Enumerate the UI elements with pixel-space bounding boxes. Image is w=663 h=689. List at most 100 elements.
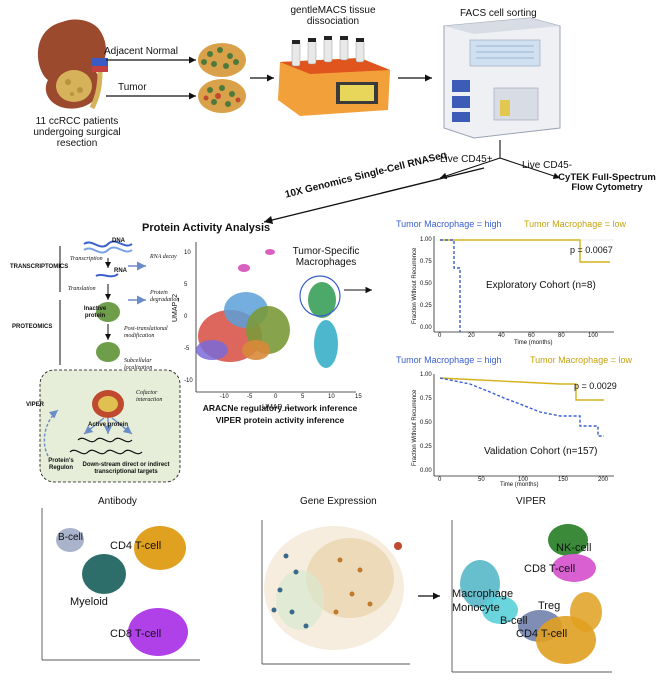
km2-legend-high: Tumor Macrophage = high: [396, 355, 502, 365]
umap-plot: [195, 242, 372, 393]
km1-xtick-5: 100: [588, 333, 599, 339]
aracne-label: ARACNe regulatory network inference: [202, 403, 358, 413]
ab-cd8-blob: [128, 608, 188, 656]
downstream-label: Down-stream direct or indirect transcrip…: [82, 462, 170, 475]
protein-activity-schematic: [39, 240, 181, 483]
antibody-umap: [41, 508, 200, 661]
patients-label: 11 ccRCC patients undergoing surgical re…: [33, 116, 121, 149]
km2-xtick-0: 0: [438, 477, 442, 483]
active-protein-label: Active protein: [88, 422, 129, 428]
facs-label: FACS cell sorting: [460, 8, 537, 19]
subcellular-label: Subcellular localization: [124, 358, 153, 371]
umap-annotation: Tumor-Specific Macrophages: [292, 246, 360, 268]
umap-ytick-4: -10: [184, 378, 193, 384]
umap-xtick-4: 10: [328, 394, 335, 400]
normal-tissue-icon: [198, 43, 246, 77]
umap-xtick-0: -10: [220, 394, 229, 400]
inactive-protein-label: Inactive protein: [83, 306, 107, 319]
antibody-bcell-label: B-cell: [58, 532, 84, 543]
km1-ytick-2: 0.50: [420, 281, 432, 287]
tumor-tissue-icon: [198, 79, 246, 113]
km2-xtick-3: 150: [558, 477, 569, 483]
km1-xtick-0: 0: [438, 333, 442, 339]
rna-decay-label: RNA decay: [150, 254, 177, 260]
km2-ytick-3: 0.25: [420, 444, 432, 450]
viper-title: VIPER: [516, 496, 547, 507]
km-exploratory-plot: [433, 236, 614, 333]
arrow-cd45-pos-branch: [439, 157, 501, 180]
viper-nk-label: NK-cell: [556, 542, 592, 554]
umap-ytick-3: -5: [184, 346, 190, 352]
transcriptomics-label: TRANSCRIPTOMICS: [10, 264, 69, 270]
umap-xtick-5: 15: [355, 394, 362, 400]
umap-xtick-3: 5: [301, 394, 305, 400]
proteomics-label: PROTEOMICS: [12, 324, 53, 330]
antibody-cd4-label: CD4 T-cell: [110, 540, 162, 552]
km1-xtick-3: 60: [528, 333, 535, 339]
antibody-myeloid-label: Myeloid: [70, 596, 108, 608]
dissociation-label: gentleMACS tissue dissociation: [290, 5, 376, 27]
viper-monocyte-label: Monocyte: [452, 602, 500, 614]
umap-ytick-1: 5: [184, 282, 188, 288]
km2-xtick-4: 200: [598, 477, 609, 483]
dna-label: DNA: [112, 238, 125, 244]
regulon-label: Protein's Regulon: [48, 458, 74, 471]
viper-treg-label: Treg: [538, 600, 561, 612]
km2-legend-low: Tumor Macrophage = low: [530, 355, 632, 365]
gene-expression-title: Gene Expression: [300, 496, 377, 507]
umap-ytick-2: 0: [184, 314, 188, 320]
umap-xtick-1: -5: [247, 394, 253, 400]
antibody-cd8-label: CD8 T-cell: [110, 628, 162, 640]
protein-degradation-label: Protein degradation: [150, 290, 180, 303]
adjacent-normal-label: Adjacent Normal: [104, 46, 178, 57]
km2-ytick-0: 1.00: [420, 372, 432, 378]
km2-xtick-1: 50: [478, 477, 485, 483]
viper-umap: [451, 520, 612, 673]
km2-xtick-2: 100: [518, 477, 529, 483]
gene-expression-plot: [261, 520, 410, 665]
post-translational-label: Post-translational modification: [124, 326, 168, 339]
cytek-label: CyTEK Full-Spectrum Flow Cytometry: [558, 172, 656, 194]
viper-bcell-label: B-cell: [500, 615, 528, 627]
viper-layer-label: VIPER: [26, 402, 45, 408]
km1-ytick-0: 1.00: [420, 237, 432, 243]
umap-ylabel: UMAP_2: [172, 293, 179, 322]
km1-cohort: Exploratory Cohort (n=8): [486, 280, 596, 291]
km2-pvalue: p = 0.0029: [574, 381, 617, 391]
km1-xtick-1: 20: [468, 333, 475, 339]
rna-label: RNA: [114, 268, 127, 274]
facs-machine-icon: [443, 17, 561, 139]
antibody-title: Antibody: [98, 496, 137, 507]
km1-ytick-4: 0.00: [420, 325, 432, 331]
live-cd45-neg-label: Live CD45-: [522, 160, 573, 171]
viper-macrophage-label: Macrophage: [452, 588, 514, 600]
kidney-icon: [37, 19, 108, 110]
km2-cohort: Validation Cohort (n=157): [484, 446, 598, 457]
km1-ytick-3: 0.25: [420, 303, 432, 309]
transcription-label: Transcription: [70, 256, 103, 262]
live-cd45-pos-label: Live CD45+: [440, 154, 493, 165]
tumor-label: Tumor: [118, 82, 147, 93]
km2-ylabel: Fraction Without Recurrence: [412, 389, 418, 466]
gentlemacs-device-icon: [278, 36, 390, 116]
ab-bcell-blob: [56, 528, 84, 552]
km2-xlabel: Time (months): [500, 482, 539, 488]
arrow-cd45-neg-branch: [499, 157, 561, 180]
km1-ytick-1: 0.75: [420, 259, 432, 265]
protein-activity-title: Protein Activity Analysis: [142, 222, 271, 234]
umap-xlabel: UMAP_1: [262, 404, 291, 411]
umap-ytick-0: 10: [184, 250, 191, 256]
translation-label: Translation: [68, 286, 96, 292]
viper-inference-label: VIPER protein activity inference: [215, 415, 345, 425]
viper-cd8-label: CD8 T-cell: [524, 563, 576, 575]
viper-cd4-label: CD4 T-cell: [516, 628, 568, 640]
km2-ytick-1: 0.75: [420, 396, 432, 402]
km1-pvalue: p = 0.0067: [570, 245, 613, 255]
km1-ylabel: Fraction Without Recurrence: [412, 247, 418, 324]
km1-xtick-2: 40: [498, 333, 505, 339]
km2-ytick-4: 0.00: [420, 468, 432, 474]
km2-ytick-2: 0.50: [420, 420, 432, 426]
km1-xlabel: Time (months): [514, 340, 553, 346]
